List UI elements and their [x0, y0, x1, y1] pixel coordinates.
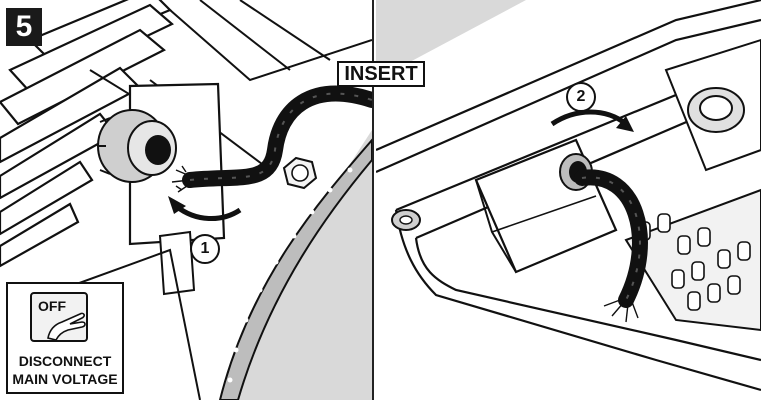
gasket-holes — [227, 167, 353, 383]
stripped-wires — [171, 165, 191, 193]
off-switch-icon: OFF — [30, 292, 88, 342]
insert-label: INSERT — [337, 61, 425, 87]
hand-icon — [47, 312, 86, 340]
clip — [158, 230, 196, 296]
step-number-badge: 5 — [6, 8, 42, 46]
insert-arrow-2 — [550, 109, 628, 127]
cable-gland — [97, 109, 177, 183]
power-off-notice: OFF DISCONNECT MAIN VOLTAGE — [6, 282, 124, 394]
top-component — [664, 38, 761, 172]
screw-left — [391, 209, 421, 231]
insert-arrow-1-head — [168, 196, 186, 214]
terminal-block — [624, 188, 761, 332]
insert-arrow-1 — [174, 203, 242, 222]
switch-state-label: OFF — [38, 298, 66, 314]
right-illustration — [376, 0, 761, 392]
gasket-strip — [218, 138, 372, 400]
surface-shade-top — [376, 0, 526, 80]
bolt — [282, 156, 318, 190]
off-caption: DISCONNECT MAIN VOLTAGE — [8, 352, 122, 388]
recess-inner — [491, 195, 597, 233]
insert-arrow-2-head — [616, 116, 634, 132]
cable-inside-highlight — [581, 176, 641, 301]
off-caption-line-1: DISCONNECT — [18, 353, 112, 369]
cable-highlight — [189, 92, 372, 181]
marker-two: 2 — [566, 82, 596, 112]
right-panel-interior — [376, 0, 761, 400]
frame-edge — [59, 248, 201, 400]
marker-one: 1 — [190, 234, 220, 264]
off-caption-line-2: MAIN VOLTAGE — [12, 371, 118, 387]
left-illustration — [0, 0, 372, 400]
cable-recess — [474, 138, 618, 274]
stripped-wires-inside — [603, 299, 639, 323]
